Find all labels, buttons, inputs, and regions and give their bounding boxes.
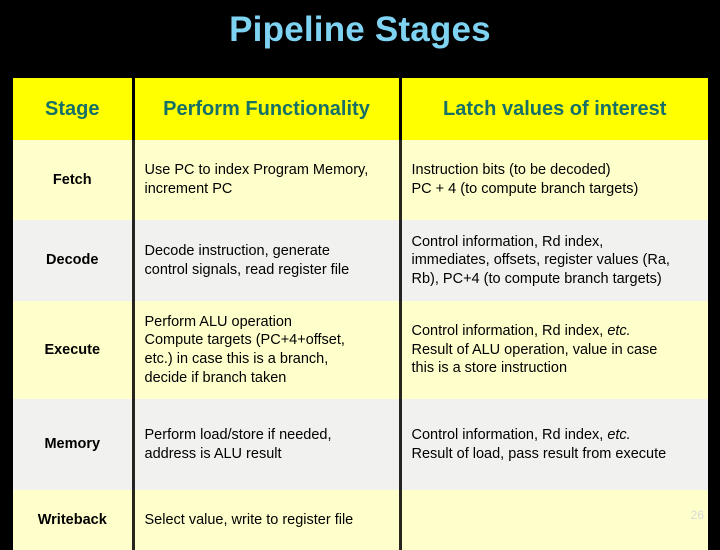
column-header-functionality: Perform Functionality (133, 78, 402, 140)
text-line: immediates, offsets, register values (Ra… (411, 252, 670, 269)
page-number: 26 (690, 508, 704, 522)
text-line: PC + 4 (to compute branch targets) (411, 181, 639, 197)
stage-name-decode: Decode (13, 220, 135, 301)
text-line: Decode instruction, generate (144, 242, 330, 259)
stage-name-fetch: Fetch (13, 140, 135, 220)
table-row: Execute Perform ALU operation Compute ta… (13, 301, 708, 399)
latch-values-memory: Control information, Rd index, etc. Resu… (400, 399, 708, 490)
latch-values-decode: Control information, Rd index, immediate… (400, 220, 708, 301)
text-line: this is a store instruction (411, 360, 568, 377)
latch-values-fetch: Instruction bits (to be decoded) PC + 4 … (400, 140, 708, 220)
text-line: Result of ALU operation, value in case (411, 341, 658, 358)
text-line: Rb), PC+4 (to compute branch targets) (411, 270, 662, 287)
emphasis-etc: etc. (607, 323, 631, 340)
text-line: Use PC to index Program Memory, (144, 162, 369, 179)
functionality-memory: Perform load/store if needed, address is… (133, 399, 402, 490)
column-header-latch: Latch values of interest (400, 78, 708, 140)
text-line: increment PC (144, 181, 233, 197)
functionality-decode: Decode instruction, generate control sig… (133, 220, 402, 301)
text-line: etc.) in case this is a branch, (144, 351, 329, 367)
text-segment: Control information, Rd index, (411, 323, 608, 340)
functionality-fetch: Use PC to index Program Memory, incremen… (133, 140, 402, 220)
pipeline-stages-table-wrapper: Stage Perform Functionality Latch values… (13, 78, 708, 550)
text-line: Result of load, pass result from execute (411, 445, 667, 462)
stage-name-execute: Execute (13, 301, 135, 399)
text-segment: Control information, Rd index, (411, 426, 608, 443)
table-row: Decode Decode instruction, generate cont… (13, 220, 708, 301)
text-line: Perform load/store if needed, (144, 426, 332, 443)
text-line: control signals, read register file (144, 261, 350, 278)
text-line-with-emphasis: Control information, Rd index, etc. (412, 426, 699, 445)
column-header-stage: Stage (13, 78, 135, 140)
text-line: Perform ALU operation (144, 313, 293, 330)
table-row: Memory Perform load/store if needed, add… (13, 399, 708, 490)
stage-name-memory: Memory (13, 399, 135, 490)
latch-values-execute: Control information, Rd index, etc. Resu… (400, 301, 708, 399)
table-header-row: Stage Perform Functionality Latch values… (13, 78, 708, 140)
text-line: Compute targets (PC+4+offset, (144, 332, 345, 349)
latch-values-writeback (400, 490, 708, 550)
stage-name-writeback: Writeback (13, 490, 135, 550)
functionality-writeback: Select value, write to register file (133, 490, 402, 550)
emphasis-etc: etc. (607, 426, 631, 443)
text-line: Control information, Rd index, (411, 233, 604, 250)
table-row: Fetch Use PC to index Program Memory, in… (13, 140, 708, 220)
text-line: Instruction bits (to be decoded) (411, 162, 611, 179)
functionality-execute: Perform ALU operation Compute targets (P… (133, 301, 402, 399)
table-row: Writeback Select value, write to registe… (13, 490, 708, 550)
table-header: Stage Perform Functionality Latch values… (13, 78, 708, 140)
pipeline-stages-table: Stage Perform Functionality Latch values… (13, 78, 708, 550)
text-line: decide if branch taken (144, 369, 287, 386)
text-line-with-emphasis: Control information, Rd index, etc. (412, 322, 699, 341)
text-line: address is ALU result (144, 445, 282, 462)
page-title: Pipeline Stages (229, 10, 491, 49)
table-body: Fetch Use PC to index Program Memory, in… (13, 140, 708, 550)
text-line: Select value, write to register file (144, 511, 354, 528)
